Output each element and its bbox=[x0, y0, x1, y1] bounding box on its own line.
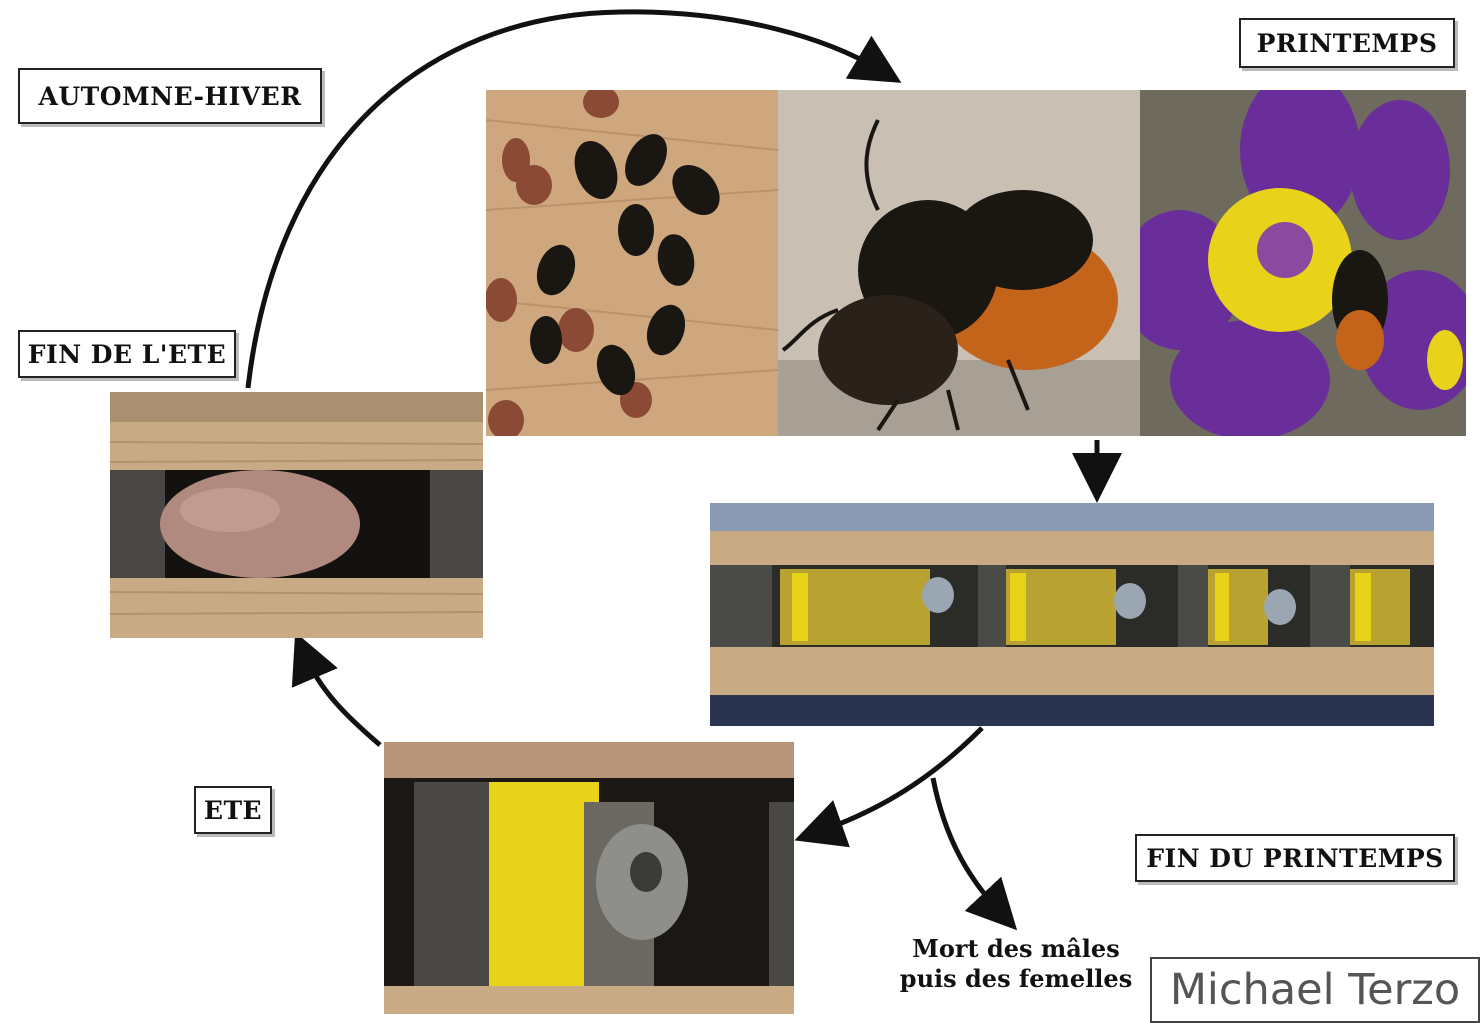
death-note-line2: puis des femelles bbox=[886, 964, 1146, 994]
photo-mating-bees bbox=[778, 90, 1140, 436]
photo-larva-pollen bbox=[384, 742, 794, 1014]
arrow-late-spring-to-summer bbox=[818, 728, 982, 832]
stage-label-summer: ETE bbox=[194, 786, 272, 834]
photo-bee-on-flower bbox=[1140, 90, 1466, 436]
stage-label-autumn-winter: AUTOMNE-HIVER bbox=[18, 68, 322, 124]
photo-credit: Michael Terzo bbox=[1150, 957, 1480, 1023]
photo-brood-cells bbox=[710, 503, 1434, 726]
photo-emerging-bees bbox=[486, 90, 778, 436]
arrow-summer-to-end-of-summer bbox=[305, 655, 380, 745]
photo-cocoon bbox=[110, 392, 483, 638]
stage-label-spring: PRINTEMPS bbox=[1239, 18, 1455, 68]
arrow-to-death-note bbox=[933, 778, 1000, 912]
stage-label-end-of-summer: FIN DE L'ETE bbox=[18, 330, 236, 378]
stage-label-end-of-spring: FIN DU PRINTEMPS bbox=[1135, 834, 1455, 882]
death-note-line1: Mort des mâles bbox=[886, 934, 1146, 964]
death-note: Mort des mâles puis des femelles bbox=[886, 934, 1146, 994]
